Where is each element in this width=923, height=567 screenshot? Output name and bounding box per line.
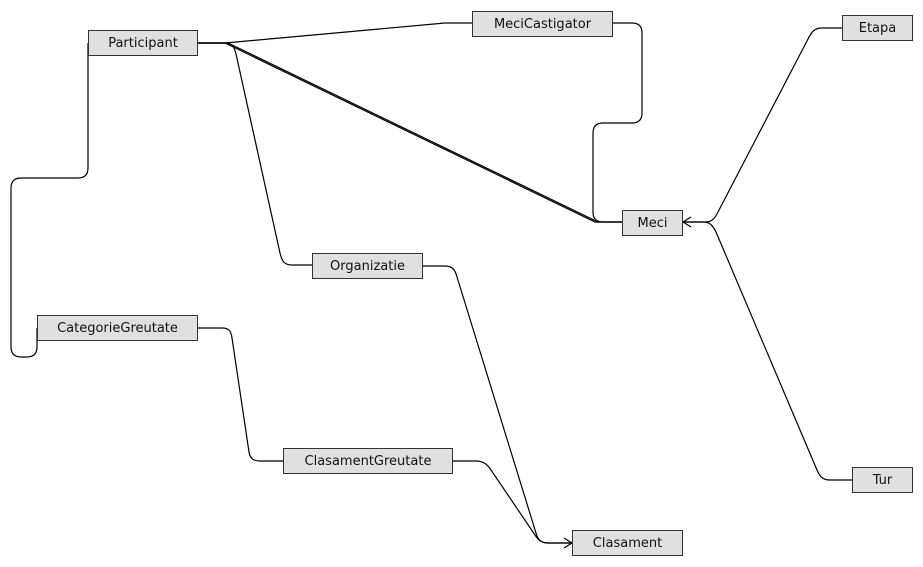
edge-categorie-clasamentgreutate	[198, 327, 283, 462]
edge-participant-meci	[198, 42, 622, 223]
entity-meci-castigator[interactable]: MeciCastigator	[472, 11, 613, 37]
entity-etapa[interactable]: Etapa	[842, 15, 913, 41]
edge-tur-meci	[683, 221, 852, 481]
edge-participant-organizatie	[198, 42, 312, 266]
edge-clasamentgreutate-clasament	[453, 460, 572, 544]
crowfoot-meci	[681, 216, 692, 228]
edge-organizatie-clasament	[423, 265, 572, 544]
entity-categorie-greutate[interactable]: CategorieGreutate	[37, 315, 198, 341]
edge-participant-categorie	[10, 43, 89, 358]
entity-clasament-greutate[interactable]: ClasamentGreutate	[283, 448, 453, 474]
edge-etapa-meci	[683, 27, 842, 223]
entity-clasament[interactable]: Clasament	[572, 530, 683, 556]
edge-participant-mecicastigator	[198, 22, 472, 44]
entity-organizatie[interactable]: Organizatie	[312, 253, 423, 279]
entity-meci[interactable]: Meci	[622, 210, 683, 236]
entity-participant[interactable]: Participant	[88, 30, 198, 56]
edge-mecicastigator-meci	[592, 22, 643, 223]
entity-tur[interactable]: Tur	[852, 467, 913, 493]
